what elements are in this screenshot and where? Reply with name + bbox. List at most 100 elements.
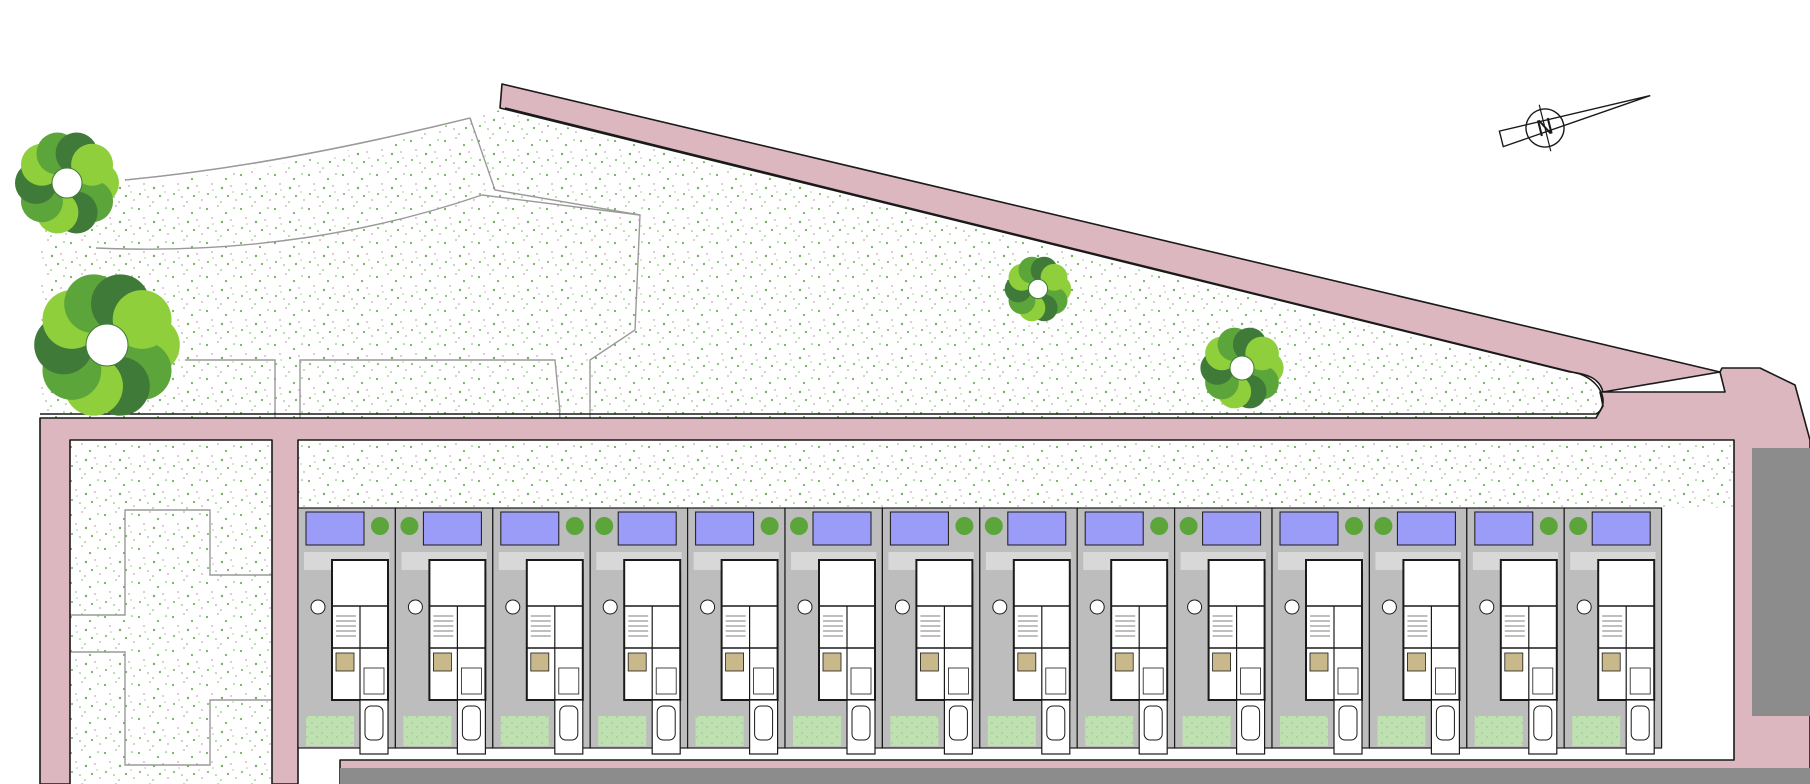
car-icon [754,705,774,741]
front-lawn [306,716,354,746]
wardrobe [432,652,452,672]
parking-space [359,699,389,755]
townhouse-unit [1271,507,1371,755]
dining-table [1284,599,1300,615]
parking-space [943,699,974,755]
front-lawn [1377,716,1426,746]
wardrobe [1601,652,1621,672]
townhouse-unit [394,507,494,755]
wardrobe [530,652,550,672]
pool [1007,511,1067,546]
front-lawn [890,716,939,746]
front-lawn [598,716,647,746]
tree-icon [1200,327,1284,409]
bed [1435,667,1456,695]
dining-table [505,599,521,615]
parking-space [1138,699,1168,755]
wardrobe [1504,652,1524,672]
front-lawn [793,716,841,746]
townhouse-unit [297,507,397,755]
shrub [595,517,614,535]
car-icon [948,705,968,741]
front-lawn [1572,716,1621,746]
townhouse-unit [1563,507,1663,755]
dining-table [310,599,326,615]
dining-table [1479,599,1495,615]
bed [460,667,482,695]
wardrobe [1114,652,1134,672]
dining-table [700,599,716,615]
pool [500,511,560,546]
bed [1240,667,1261,695]
central-garden-strip [298,440,1734,508]
parking-space [1333,699,1363,755]
car-icon [656,705,676,741]
pool [1396,511,1456,546]
parking-space [1235,699,1266,755]
north-garden-overlay [40,112,1601,412]
pool [422,511,482,546]
front-lawn [403,716,452,746]
pool [617,511,677,546]
pool [695,511,755,546]
shrub [790,517,808,535]
pool [1084,511,1144,546]
wardrobe [1309,652,1329,672]
bed [1532,667,1554,695]
car-icon [461,705,481,741]
car-icon [1143,705,1163,741]
tree-trunk [51,167,83,199]
bed [850,667,872,695]
front-lawn [500,716,549,746]
townhouse-unit [784,507,884,755]
shrub [984,517,1003,535]
tree-trunk [1229,355,1255,381]
tree-icon [1004,256,1072,322]
shrub [1179,517,1198,535]
wardrobe [1017,652,1037,672]
bed [1337,667,1359,695]
dining-table [992,599,1008,615]
car-icon [1630,705,1650,741]
townhouse-unit [1173,507,1273,755]
north-arrow-label: N [1534,114,1556,142]
parking-space [1430,699,1461,755]
bed [753,667,774,695]
pool [1474,511,1534,546]
pool [1202,511,1262,546]
garden-paving-lines-overlay [95,117,641,413]
south-road [340,768,1810,784]
shrub [565,517,584,535]
front-lawn [1280,716,1328,746]
car-icon [851,705,871,741]
shrub [1150,517,1169,535]
car-icon [1241,705,1261,741]
townhouse-unit [979,507,1078,755]
pool [305,511,365,546]
townhouse-unit [589,507,689,755]
townhouse-unit [492,507,591,755]
townhouse-unit [881,507,981,755]
dining-table [1381,599,1397,615]
west-garden [70,440,272,784]
bed [1142,667,1164,695]
townhouse-unit [1076,507,1176,755]
front-lawn [1474,716,1523,746]
shrub [955,517,974,535]
shrub [1345,517,1363,535]
car-icon [364,705,384,741]
tree-trunk [85,323,129,367]
bed [1045,667,1067,695]
tree-foliage [112,290,172,349]
shrub [1374,517,1393,535]
wardrobe [1212,652,1231,672]
bed [655,667,677,695]
tree-trunk [1027,278,1049,300]
trees [15,132,1284,416]
perimeter-path [39,83,1810,784]
parking-space [1625,699,1655,755]
car-icon [559,705,579,741]
parking-space [846,699,876,755]
car-icon [1435,705,1455,741]
